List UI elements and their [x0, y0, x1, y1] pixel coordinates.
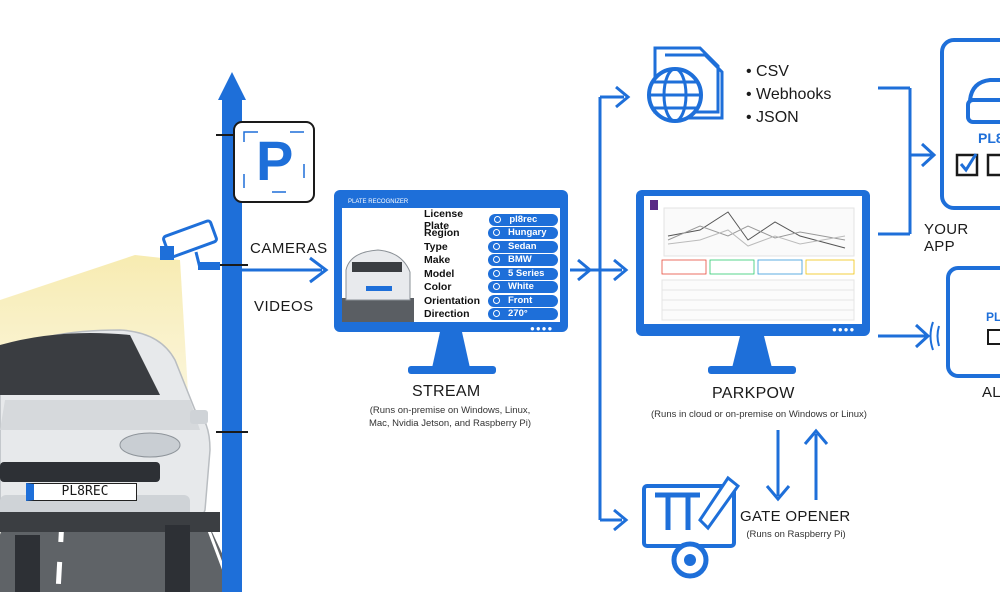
stream-row-key: Region — [424, 227, 460, 240]
phone-app-icon — [940, 38, 1000, 210]
stream-row-key: Make — [424, 254, 451, 267]
alerts-title: AL — [982, 384, 1000, 401]
gate-title: GATE OPENER — [740, 508, 851, 525]
stream-row-key: Color — [424, 281, 452, 294]
stream-dots: ●●●● — [530, 324, 554, 333]
stream-row-value: pl8rec — [489, 213, 558, 226]
parkpow-dots: ●●●● — [832, 325, 856, 334]
stream-row-key: Type — [424, 240, 448, 253]
stream-row-key: License Plate — [424, 207, 464, 232]
stream-screen-header: PLATE RECOGNIZER — [348, 199, 409, 205]
gate-subtitle: (Runs on Raspberry Pi) — [746, 529, 846, 540]
videos-label: VIDEOS — [254, 298, 314, 315]
pole-arrow-top — [218, 72, 246, 100]
cameras-label: CAMERAS — [250, 240, 328, 257]
document-globe-icon — [647, 46, 724, 123]
parking-sign — [233, 121, 315, 203]
stream-row: Make BMW — [424, 254, 558, 268]
stream-row-key: Direction — [424, 308, 470, 321]
stream-row: Type Sedan — [424, 240, 558, 254]
stream-row-value: BMW — [488, 254, 558, 267]
security-camera-icon — [160, 219, 220, 270]
parking-sign-letter: P — [256, 129, 294, 192]
pole — [222, 95, 242, 592]
alerts-phone-icon — [929, 266, 1000, 378]
alerts-badge: PL — [986, 310, 1000, 324]
stream-row: Orientation Front — [424, 294, 558, 308]
app-title: YOUR APP — [924, 221, 969, 255]
output-csv: CSV — [746, 63, 789, 81]
stream-row: License Plate pl8rec — [424, 208, 558, 232]
car — [0, 329, 220, 592]
output-webhooks: Webhooks — [746, 86, 831, 104]
stream-row: Color White — [424, 281, 558, 295]
stream-row-value: Sedan — [488, 240, 558, 253]
stream-row: Region Hungary — [424, 227, 558, 241]
stream-row-key: Model — [424, 267, 455, 280]
stream-row: Direction 270° — [424, 308, 558, 322]
stream-subtitle: (Runs on-premise on Windows, Linux, Mac,… — [368, 405, 532, 429]
parkpow-monitor — [636, 190, 870, 374]
stream-row-value: Hungary — [488, 227, 558, 240]
stream-row-key: Orientation — [424, 294, 481, 307]
parkpow-title: PARKPOW — [712, 385, 795, 402]
stream-row-value: 5 Series — [488, 267, 558, 280]
output-json: JSON — [746, 109, 799, 127]
gate-opener-icon — [642, 475, 741, 579]
parkpow-subtitle: (Runs in cloud or on-premise on Windows … — [651, 409, 867, 420]
app-badge: PL8 — [978, 130, 1000, 146]
stream-row: Model 5 Series — [424, 267, 558, 281]
stream-title: STREAM — [412, 383, 481, 400]
license-plate: PL8REC — [26, 483, 137, 501]
stream-row-value: 270° — [488, 308, 558, 321]
stream-row-value: Front — [488, 294, 558, 307]
stream-row-value: White — [488, 281, 558, 294]
